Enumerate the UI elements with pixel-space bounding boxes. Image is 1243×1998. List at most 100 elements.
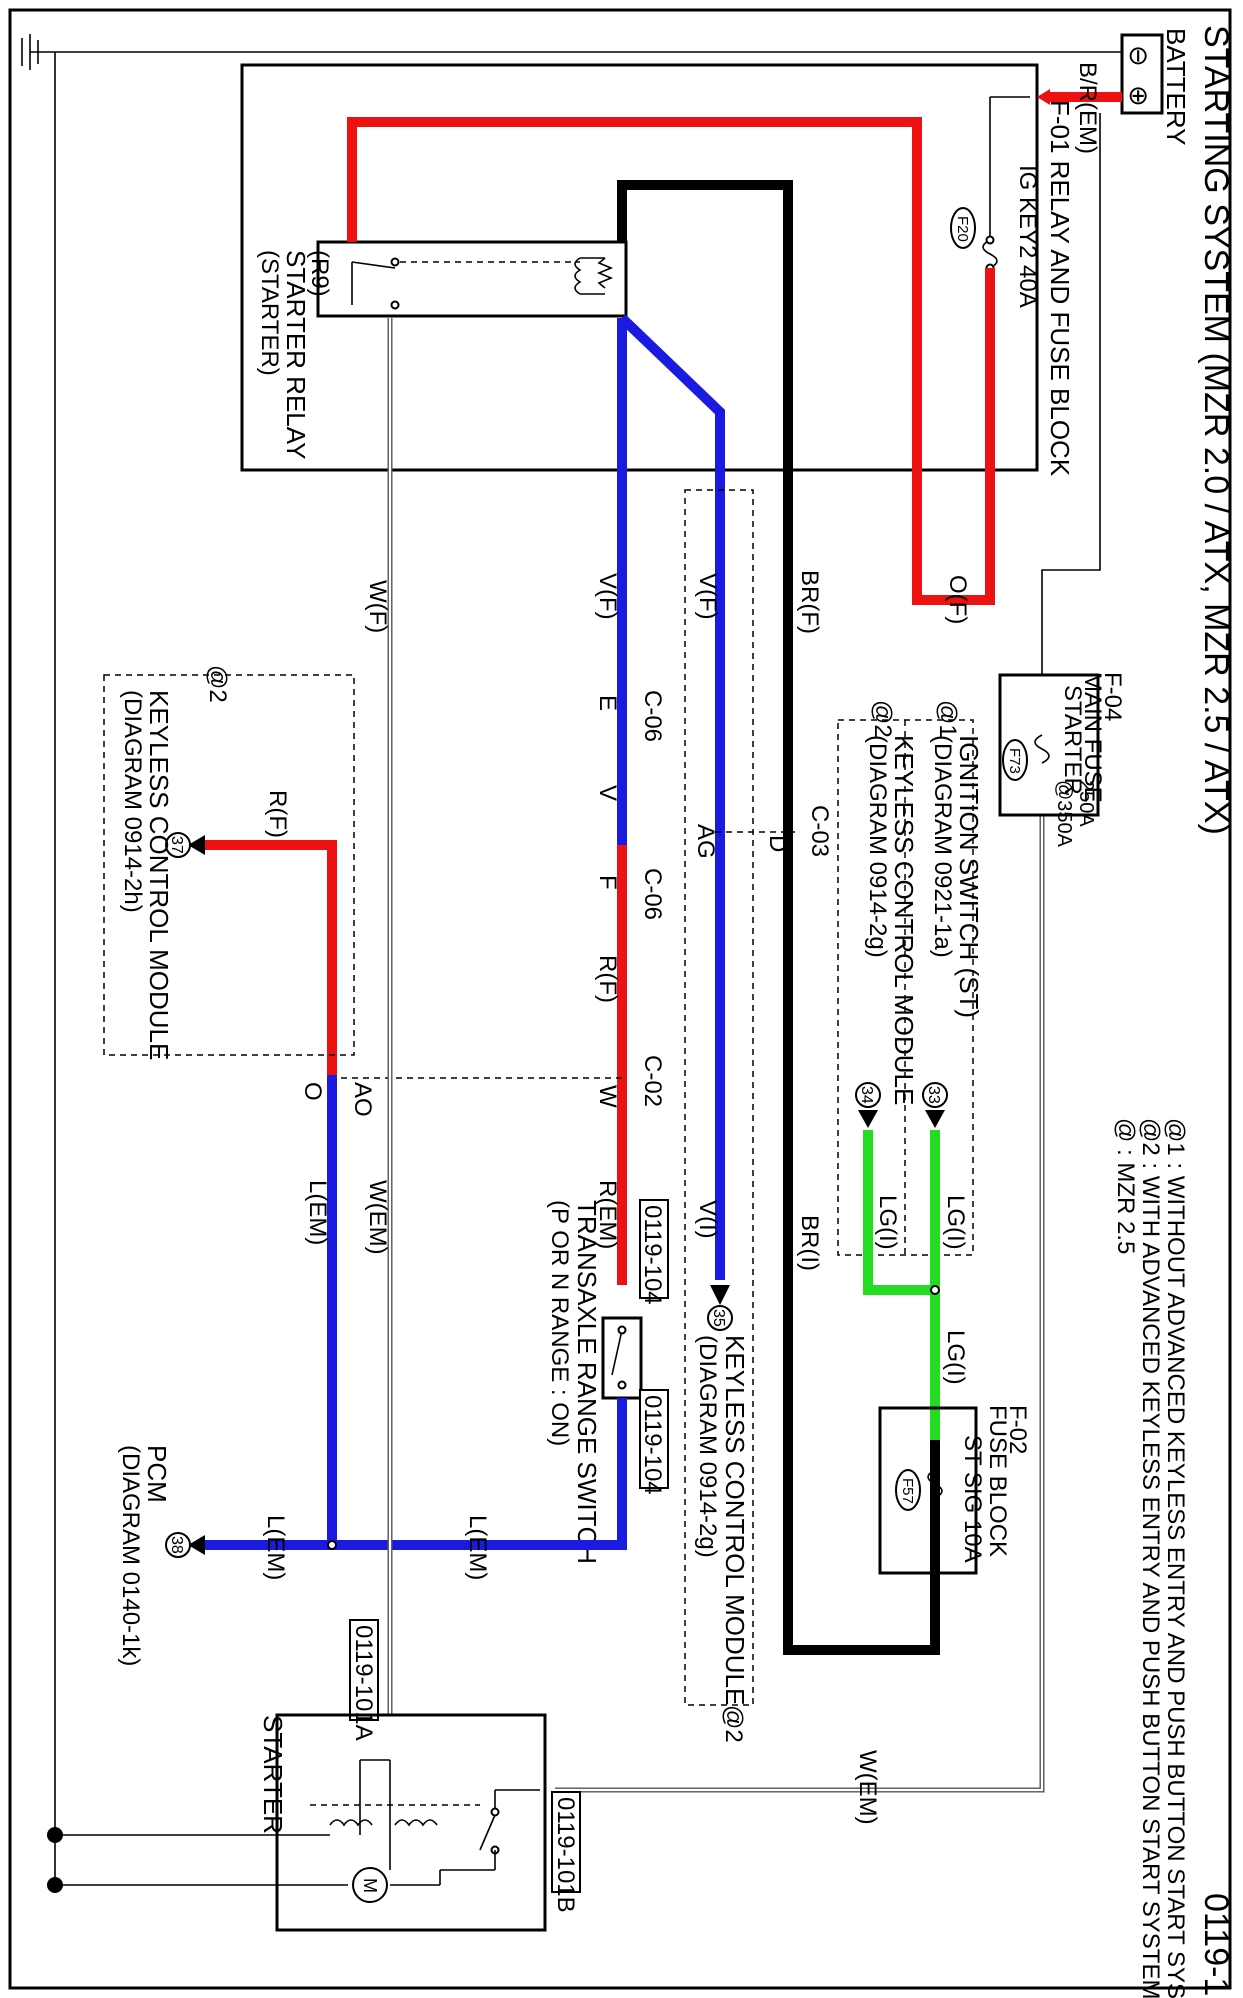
transaxle-sub: (P OR N RANGE : ON): [546, 1200, 573, 1446]
pin-33: 33: [925, 1086, 942, 1104]
ignition-switch-tag: @1: [934, 700, 961, 738]
connector-c06b-f: F: [594, 875, 621, 890]
ground-node-a: [47, 1827, 63, 1843]
connector-c06a-label: C-06: [639, 690, 666, 742]
kcm-2g-diagram: (DIAGRAM 0914-2g): [864, 735, 891, 958]
pcm-diagram: (DIAGRAM 0140-1k): [117, 1445, 144, 1666]
wire-label-b-r-em: B/R(EM): [1074, 62, 1101, 154]
connector-c02-o: O: [299, 1082, 326, 1101]
main-fuse-rating-alt: @350A: [1053, 780, 1075, 848]
pin-34: 34: [858, 1086, 875, 1104]
fuse-block-id: F57: [899, 1478, 916, 1504]
page-number: 0119-1: [1197, 1893, 1235, 1996]
main-fuse-box: [998, 673, 1100, 817]
kcm-2g-b-tag: @2: [720, 1705, 747, 1743]
transaxle-conn-b-tag: [639, 1389, 669, 1489]
kcm-2h-dashed-region: [103, 674, 355, 1056]
connector-c03-d: D: [764, 835, 791, 852]
wire-label-l-em-c: L(EM): [262, 1515, 289, 1580]
kcm-2h-name: KEYLESS CONTROL MODULE: [144, 690, 174, 1060]
starter-name: STARTER: [258, 1715, 288, 1834]
connector-c02-label: C-02: [639, 1055, 666, 1107]
fuse-block-id-badge: [895, 1469, 921, 1511]
connector-c03-ag: AG: [692, 824, 719, 859]
wire-label-l-em: L(EM): [464, 1515, 491, 1580]
wire-label-lg-i-b: LG(I): [874, 1195, 901, 1250]
wire-label-w-em-top: W(EM): [854, 1750, 881, 1825]
pcm-arrow-icon: [188, 1535, 205, 1555]
kcm-2h-diagram: (DIAGRAM 0914-2h): [119, 690, 146, 913]
kcm-2g-b-diagram: (DIAGRAM 0914-2g): [694, 1335, 721, 1558]
wire-battery-main-fuse: [1041, 113, 1101, 675]
wire-label-r-f: R(F): [594, 955, 621, 1003]
transaxle-name: TRANSAXLE RANGE SWITCH: [572, 1200, 602, 1564]
main-fuse-id-badge: [1002, 739, 1028, 781]
relay-fuse-block-title: F-01 RELAY AND FUSE BLOCK: [1045, 100, 1075, 477]
kcm-2g-name: KEYLESS CONTROL MODULE: [889, 735, 919, 1105]
wire-br: [617, 180, 940, 1655]
connector-c03-label: C-03: [806, 805, 833, 857]
wire-label-lg-i-a: LG(I): [942, 1195, 969, 1250]
wire-label-o-f: O(F): [944, 575, 971, 624]
pcm-name: PCM: [142, 1445, 172, 1503]
starter-conn-a-tag: [551, 1791, 581, 1893]
wire-label-w-em: W(EM): [364, 1180, 391, 1255]
fuse-block-label: ST SIG 10A: [959, 1435, 986, 1563]
fuse-id-badge: [950, 207, 976, 249]
fuse-label-ig-key2: IG KEY2 40A: [1014, 165, 1041, 308]
main-fuse-rating: 250A: [1075, 780, 1097, 827]
connector-c06b-label: C-06: [639, 868, 666, 920]
wire-r-f-top: [205, 840, 337, 1075]
kcm-2g-b-dashed-region: [684, 489, 754, 1706]
wire-label-br-i: BR(I): [796, 1215, 823, 1271]
fuse-id-f20: F20: [954, 216, 971, 242]
fuse-block-box: [878, 1406, 978, 1575]
relay-fuse-block-box: [240, 63, 1039, 472]
note-2: @2 : WITH ADVANCED KEYLESS ENTRY AND PUS…: [1137, 1118, 1164, 1998]
main-fuse-label: STARTER: [1059, 685, 1086, 795]
battery-box: [1120, 33, 1164, 115]
wire-lg-i-b: [863, 1130, 935, 1295]
connector-c06a-e: E: [594, 695, 621, 711]
fuse-ig-key2-icon: [982, 239, 998, 269]
starter-conn-b: 0119-101A: [350, 1625, 377, 1741]
wire-v-f-keyless: [618, 314, 725, 1280]
relay-name: STARTER RELAY: [281, 250, 311, 460]
main-fuse-title: F-04: [1099, 672, 1126, 721]
page-title: STARTING SYSTEM (MZR 2.0 / ATX, MZR 2.5 …: [1197, 25, 1235, 835]
wire-label-br-f: BR(F): [796, 570, 823, 634]
pin-35-badge: [707, 1305, 733, 1331]
wire-label-r-f-top: R(F): [264, 790, 291, 838]
wire-label-r-em: R(EM): [594, 1180, 621, 1249]
ignition-arrow-icon: [925, 1110, 945, 1128]
battery-label: BATTERY: [1161, 28, 1191, 146]
kcm-2g-b-name: KEYLESS CONTROL MODULE: [720, 1335, 750, 1705]
motor-label: M: [360, 1878, 380, 1893]
relay-sub: (STARTER): [256, 250, 283, 376]
transaxle-conn-a: 0119-104: [639, 1205, 666, 1305]
kcm-2g-tag: @2: [869, 700, 896, 738]
main-fuse-name: MAIN FUSE: [1079, 672, 1106, 803]
starter-relay-box: [316, 240, 628, 318]
note-3: @ : MZR 2.5: [1112, 1118, 1139, 1254]
transaxle-conn-b: 0119-104: [639, 1395, 666, 1495]
wire-label-v-f-b: V(F): [694, 573, 721, 620]
fuse-block-name: FUSE BLOCK: [984, 1405, 1011, 1557]
fuse-st-sig-icon: [927, 1469, 943, 1499]
main-fuse-icon: [1034, 734, 1050, 764]
starter-motor-icon: M: [55, 1867, 440, 1903]
pin-33-badge: [922, 1082, 948, 1108]
connector-c02-w: W: [594, 1085, 621, 1108]
pin-37: 37: [168, 836, 185, 854]
starter-conn-b-tag: [349, 1619, 379, 1721]
starter-box: [275, 1713, 547, 1932]
wire-label-lg-i-c: LG(I): [942, 1330, 969, 1385]
wire-label-l-em-b: L(EM): [304, 1180, 331, 1245]
transaxle-switch-icon: [611, 1325, 627, 1390]
battery-minus-icon: ⊖: [1124, 45, 1154, 67]
splice-dot: [327, 1540, 337, 1550]
relay-coil-icon: [574, 257, 614, 295]
note-1: @1 : WITHOUT ADVANCED KEYLESS ENTRY AND …: [1162, 1118, 1189, 1998]
